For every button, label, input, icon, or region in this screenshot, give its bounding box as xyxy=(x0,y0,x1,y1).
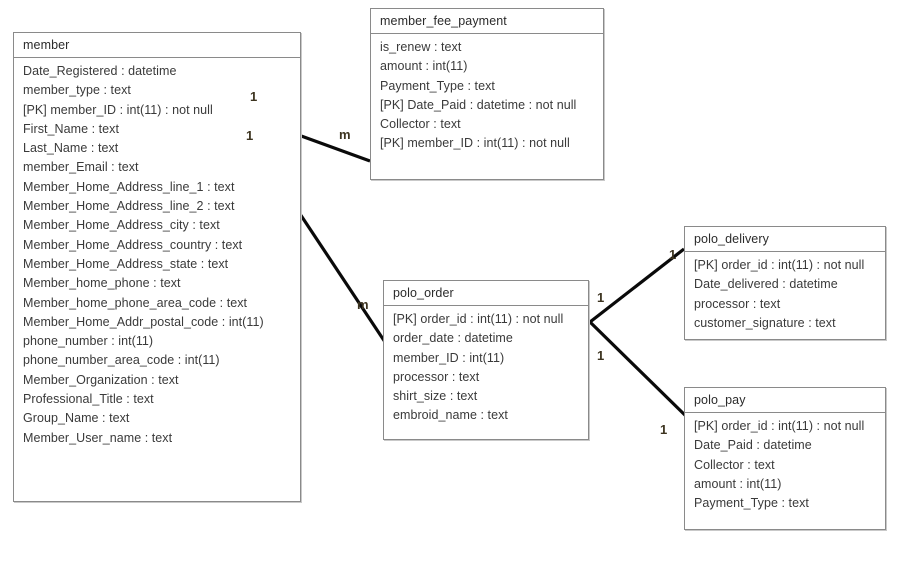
field-row: Member_Home_Addr_postal_code : int(11) xyxy=(23,314,264,329)
entity-title-polo_order: polo_order xyxy=(384,281,588,306)
field-row: Member_Home_Address_country : text xyxy=(23,237,243,252)
field-row: [PK] order_id : int(11) : not null xyxy=(694,258,865,272)
field-row: Date_delivered : datetime xyxy=(694,277,838,292)
cardinality-label-card-delivery-1: 1 xyxy=(669,247,677,262)
cardinality-label-card-member-order-1: 1 xyxy=(246,128,254,143)
cardinality-label-card-order-delivery-1: 1 xyxy=(597,290,605,305)
field-row: Member_home_phone_area_code : text xyxy=(23,295,248,310)
field-row: [PK] order_id : int(11) : not null xyxy=(393,312,564,326)
field-row: member_type : text xyxy=(23,83,131,98)
entity-fields-member: Date_Registered : datetime member_type : … xyxy=(14,58,300,453)
cardinality-label-card-order-m: m xyxy=(357,297,369,312)
field-row: Payment_Type : text xyxy=(380,78,495,93)
field-row: Professional_Title : text xyxy=(23,392,154,407)
relationship-line-polo_order-to-polo_pay xyxy=(588,320,692,422)
field-row: shirt_size : text xyxy=(393,389,478,404)
field-row: Member_Home_Address_line_1 : text xyxy=(23,179,235,194)
entity-polo_pay[interactable]: polo_pay[PK] order_id : int(11) : not nu… xyxy=(684,387,886,530)
entity-title-polo_pay: polo_pay xyxy=(685,388,885,413)
entity-member_fee_payment[interactable]: member_fee_payment is_renew : text amount … xyxy=(370,8,604,180)
field-row: Collector : text xyxy=(380,117,461,132)
entity-fields-member_fee_payment: is_renew : text amount : int(11) Payment_T… xyxy=(371,34,603,159)
field-row: Date_Paid : datetime xyxy=(694,438,812,453)
field-row: [PK] member_ID : int(11) : not null xyxy=(380,136,570,151)
entity-polo_order[interactable]: polo_order[PK] order_id : int(11) : not … xyxy=(383,280,589,440)
field-row: Last_Name : text xyxy=(23,141,119,156)
entity-title-polo_delivery: polo_delivery xyxy=(685,227,885,252)
cardinality-label-card-member-fee-1: 1 xyxy=(250,89,258,104)
field-row: processor : text xyxy=(694,296,781,311)
field-row: phone_number : int(11) xyxy=(23,334,154,349)
field-row: Payment_Type : text xyxy=(694,496,809,511)
field-row: customer_signature : text xyxy=(694,315,836,330)
field-row: Group_Name : text xyxy=(23,411,130,426)
field-row: member_ID : int(11) xyxy=(393,350,505,365)
entity-title-member: member xyxy=(14,33,300,58)
field-row: order_date : datetime xyxy=(393,331,513,346)
field-row: [PK] member_ID : int(11) : not null xyxy=(23,102,213,117)
field-row: amount : int(11) xyxy=(694,476,782,491)
field-row: Member_Organization : text xyxy=(23,372,179,387)
field-row: Member_home_phone : text xyxy=(23,276,181,291)
field-row: is_renew : text xyxy=(380,40,462,54)
field-row: Member_Home_Address_city : text xyxy=(23,218,220,233)
field-row: Collector : text xyxy=(694,457,775,472)
field-row: processor : text xyxy=(393,369,480,384)
entity-title-member_fee_payment: member_fee_payment xyxy=(371,9,603,34)
field-row: [PK] order_id : int(11) : not null xyxy=(694,419,865,433)
field-row: phone_number_area_code : int(11) xyxy=(23,353,220,368)
field-row: Member_Home_Address_line_2 : text xyxy=(23,199,235,214)
field-row: Member_User_name : text xyxy=(23,430,173,445)
cardinality-label-card-order-pay-1: 1 xyxy=(597,348,605,363)
entity-polo_delivery[interactable]: polo_delivery[PK] order_id : int(11) : n… xyxy=(684,226,886,340)
field-row: First_Name : text xyxy=(23,121,120,136)
cardinality-label-card-fee-m: m xyxy=(339,127,351,142)
cardinality-label-card-pay-1: 1 xyxy=(660,422,668,437)
field-row: Member_Home_Address_state : text xyxy=(23,256,229,271)
field-row: amount : int(11) xyxy=(380,59,468,74)
field-row: Date_Registered : datetime xyxy=(23,64,177,78)
field-row: member_Email : text xyxy=(23,160,139,175)
entity-fields-polo_order: [PK] order_id : int(11) : not null order_… xyxy=(384,306,588,431)
field-row: embroid_name : text xyxy=(393,408,508,423)
field-row: [PK] Date_Paid : datetime : not null xyxy=(380,97,577,112)
